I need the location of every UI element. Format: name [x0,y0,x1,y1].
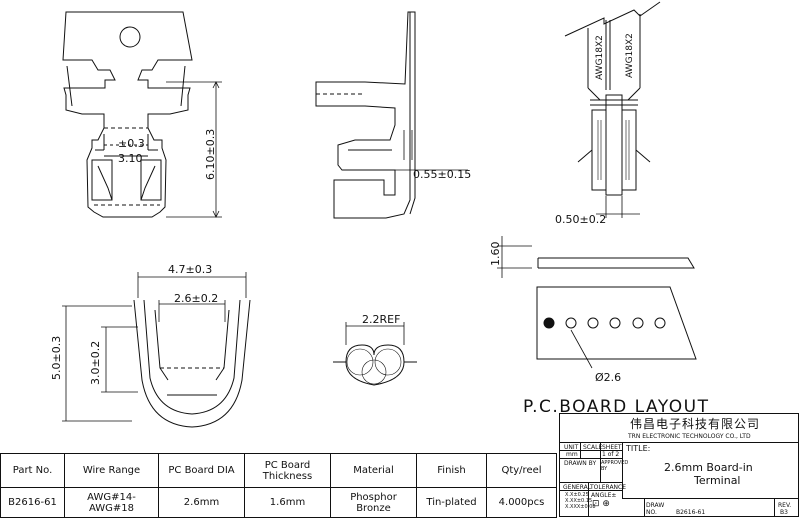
projection-icon: ⊡ ⊕ [592,499,610,509]
scale-label: SCALE [583,444,603,451]
spec-header: Material [330,453,417,488]
drawn-by-label: DRAWN BY [564,460,597,467]
spec-cell: 4.000pcs [486,487,557,518]
no-label: NO. [646,509,657,516]
title-label: TITLE: [626,444,651,453]
dim-outer-width: 4.7±0.3 [168,263,212,276]
spec-cell: B2616-61 [0,487,65,518]
unit-label: UNIT [564,444,579,451]
dim-inner-height: 3.0±0.2 [89,341,102,385]
wire-label-2: AWG18X2 [625,33,635,78]
general-label: GENERAL [563,484,592,491]
spec-header: PC Board Thickness [244,453,331,488]
dim-board-thickness: 1.60 [489,242,502,267]
title-line-2: Terminal [694,474,741,487]
tolerance-label: TOLERANCE [590,484,627,491]
pcb-layout-title: P.C.BOARD LAYOUT [523,397,710,417]
rev-value: B3 [780,509,788,516]
title-line-1: 2.6mm Board-in [664,461,753,474]
approved-by-label: APPROVED BY [601,460,629,472]
dim-thickness: 0.55±0.15 [413,168,471,181]
spec-header: PC Board DIA [158,453,245,488]
spec-cell: AWG#14-AWG#18 [64,487,159,518]
sheet-label: SHEET [602,444,622,451]
dim-tab-tol: ±0.3 [118,137,145,150]
wire-label-1: AWG18X2 [595,35,605,80]
spec-header: Part No. [0,453,65,488]
spec-header: Finish [416,453,487,488]
spec-cell: Phosphor Bronze [330,487,417,518]
spec-header-row: Part No. Wire Range PC Board DIA PC Boar… [0,453,557,488]
dim-tab-width: 3.10 [118,152,143,165]
spec-header: Qty/reel [486,453,557,488]
dim-height: 6.10±0.3 [204,129,217,180]
spec-header: Wire Range [64,453,159,488]
pcb-layout-view [497,236,697,369]
draw-label: DRAW [646,502,665,509]
terminal-wire-view [564,1,661,218]
dim-hole-dia: Ø2.6 [595,371,621,384]
terminal-cross-section [62,272,251,428]
dim-tip-width: 0.50±0.2 [555,213,606,226]
spec-data-row: B2616-61 AWG#14-AWG#18 2.6mm 1.6mm Phosp… [0,487,557,518]
rev-label: REV. [778,502,792,509]
dim-inner-width: 2.6±0.2 [174,292,218,305]
dim-wire-ref: 2.2REF [362,313,400,326]
tol-3: X.XXX±0.08 [565,504,596,510]
sheet-value: 1 of 2 [602,451,620,458]
tol-2: X.XX±0.15 [565,498,593,504]
title-block: 伟昌电子科技有限公司 TRN ELECTRONIC TECHNOLOGY CO.… [559,413,799,517]
dim-outer-height: 5.0±0.3 [50,336,63,380]
unit-value: mm [566,451,578,458]
terminal-side-view [315,11,468,219]
company-en: TRN ELECTRONIC TECHNOLOGY CO., LTD [628,433,751,440]
spec-table: Part No. Wire Range PC Board DIA PC Boar… [0,453,557,518]
spec-cell: 1.6mm [244,487,331,518]
spec-cell: 2.6mm [158,487,245,518]
draw-number: B2616-61 [676,509,706,516]
tol-1: X.X±0.25 [565,492,589,498]
spec-cell: Tin-plated [416,487,487,518]
angle-label: ANGLE± [591,492,617,499]
company-cn: 伟昌电子科技有限公司 [630,417,761,431]
terminal-front-view [62,11,222,218]
wire-bundle-view [333,322,417,386]
